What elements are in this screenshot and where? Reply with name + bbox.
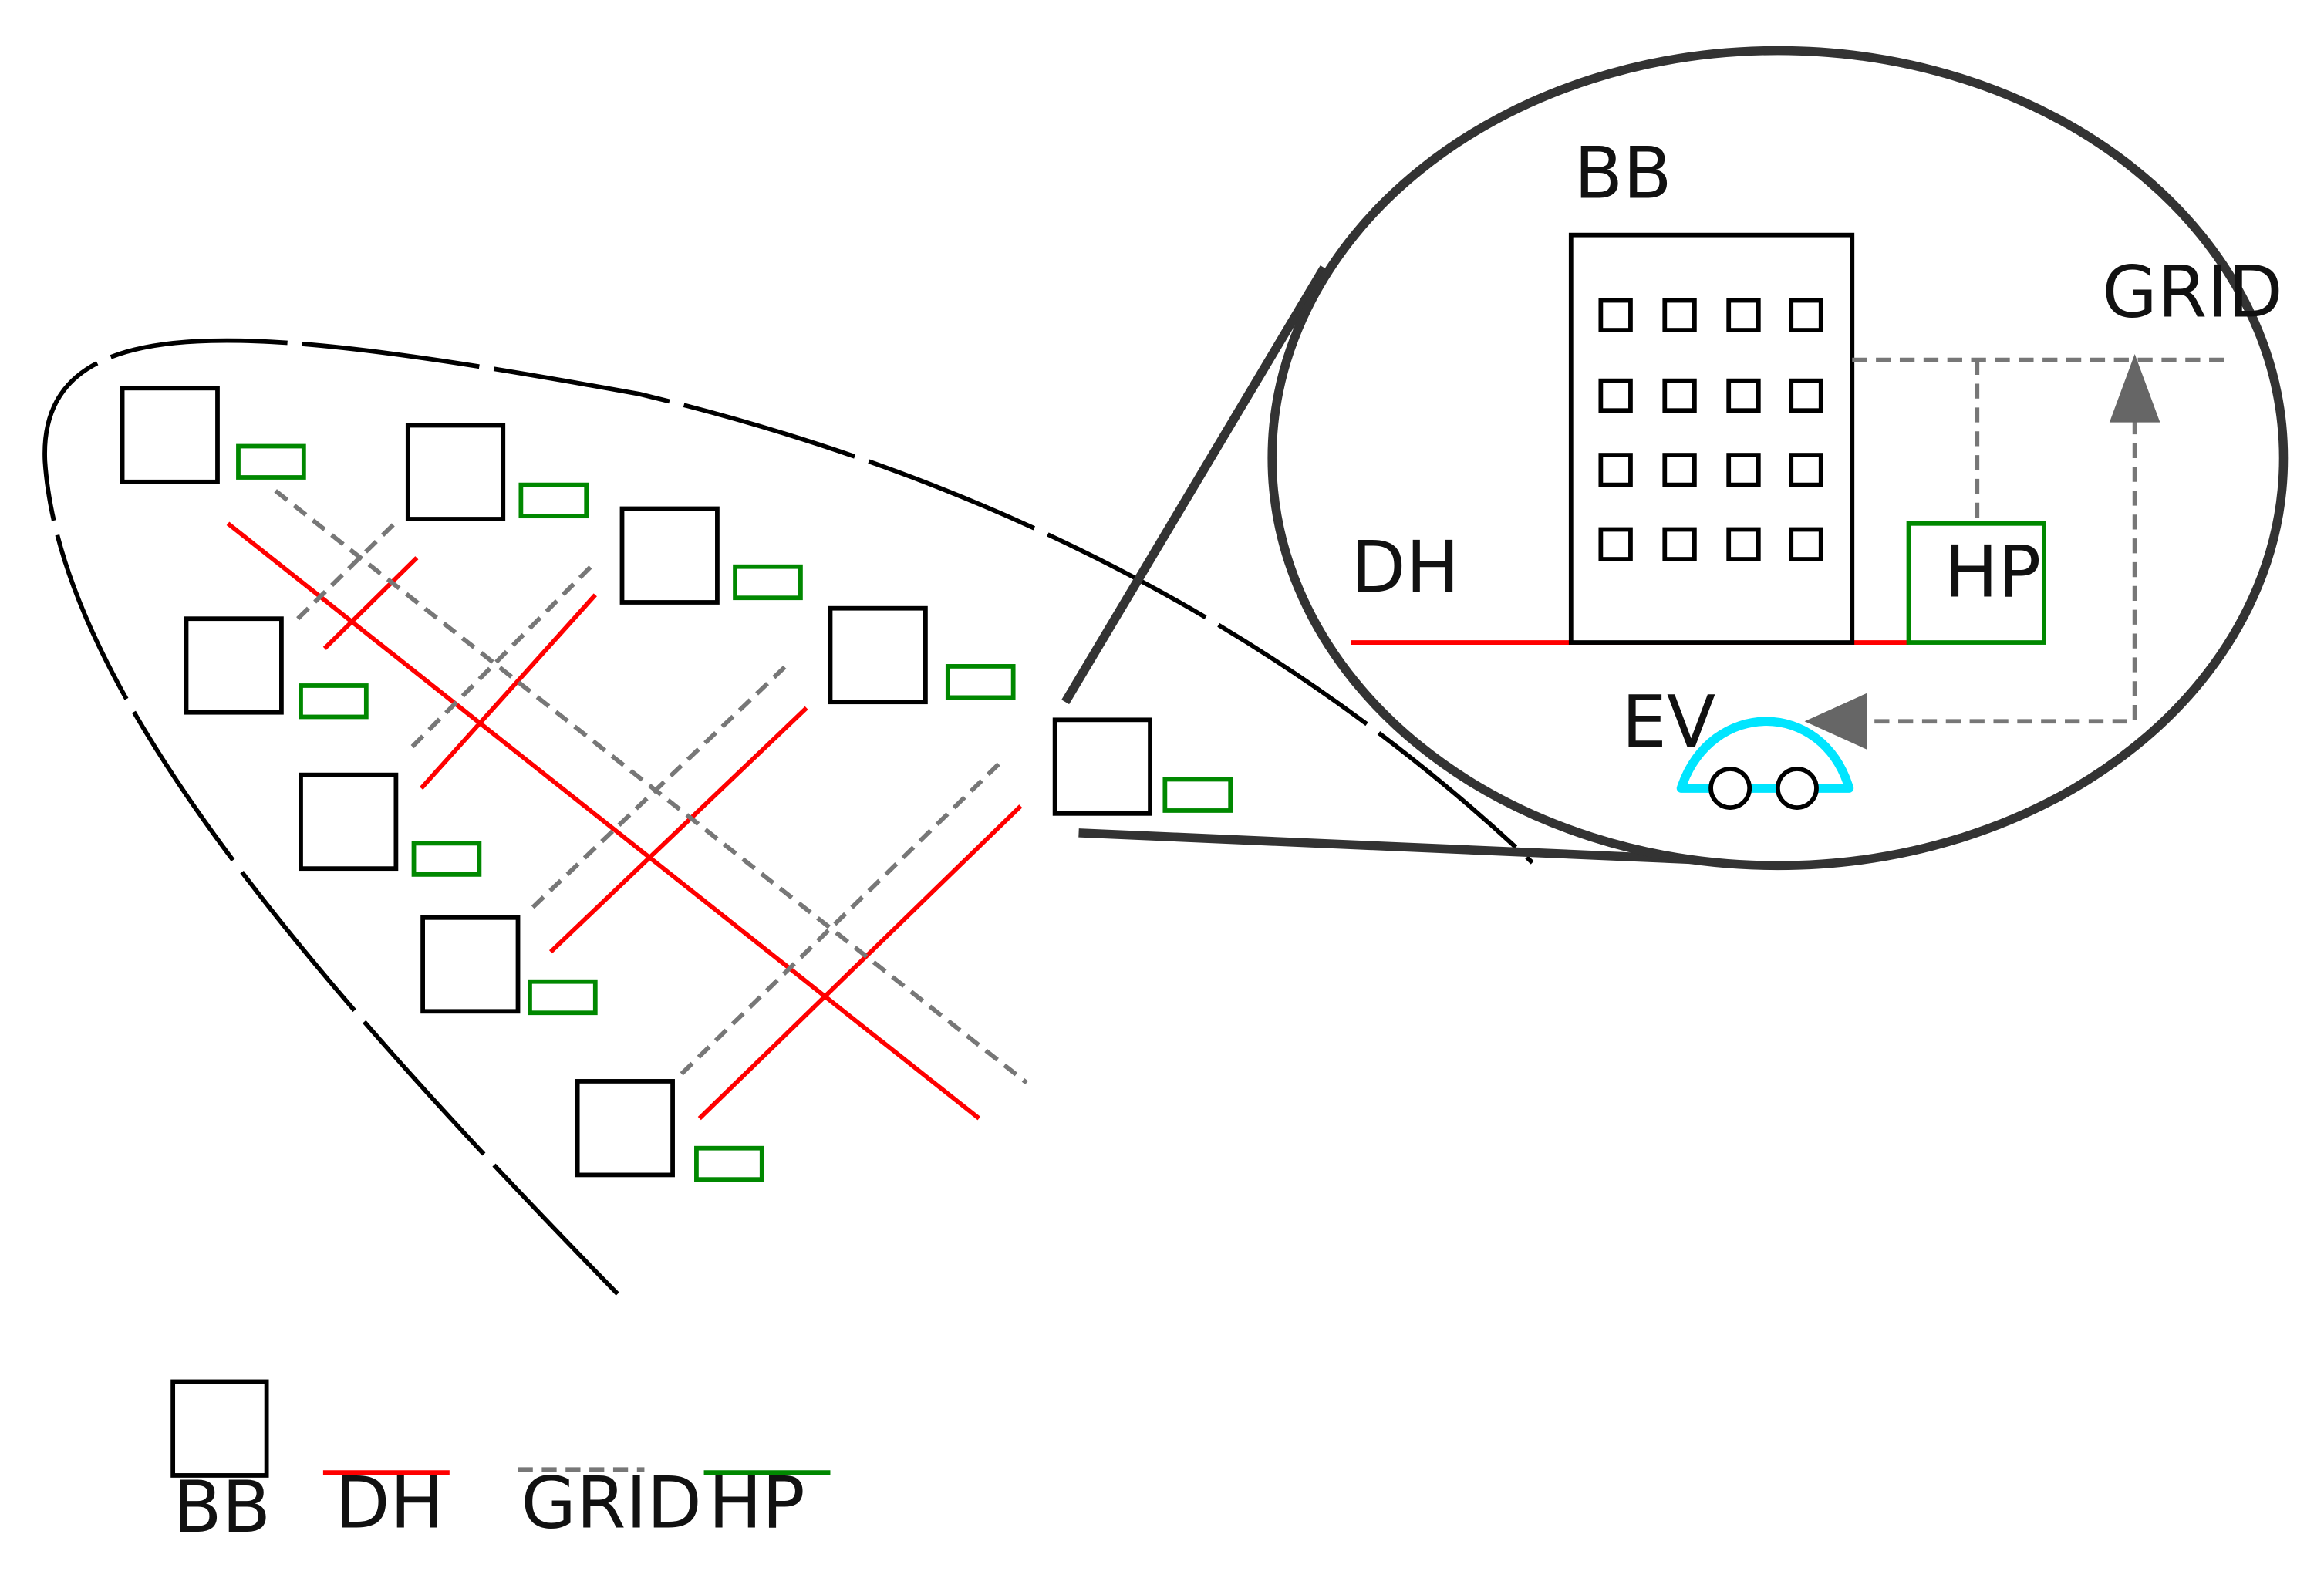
ev-wheel [1775,767,1819,810]
window [1598,453,1633,487]
heat-pump [299,683,369,720]
heat-pump [1162,777,1233,813]
zoom-connectors [1061,265,1763,868]
grid-line [410,563,594,749]
zoom-grid-to-ev [1867,419,2137,724]
window [1662,298,1697,332]
window [1662,527,1697,561]
grid-line [680,760,1003,1076]
window [1789,298,1823,332]
zoom-label-dh: DH [1351,525,1459,609]
window [1662,453,1697,487]
grid-line [531,661,791,909]
window [1726,527,1761,561]
dh-line [697,804,1023,1121]
window [1726,298,1761,332]
legend-label-hp: HP [708,1461,804,1544]
building [619,506,720,605]
dh-line [420,593,597,790]
heat-pump [733,564,803,601]
zoom-grid-lines [1852,357,2229,724]
grid-network [274,489,1028,1085]
zoom-building [1568,232,1855,645]
window [1789,527,1823,561]
building [405,423,506,521]
ev-wheel [1708,767,1752,810]
building [420,915,521,1014]
window [1726,453,1761,487]
heat-pump [518,482,589,519]
ev-car-icon [1676,717,1854,810]
district-buildings [120,386,1233,1182]
zoom-label-grid: GRID [2102,251,2283,334]
heat-pump [411,841,482,877]
dh-line [322,556,419,650]
legend-label-grid: GRID [521,1461,702,1544]
grid-line [274,489,1028,1085]
zoom-detail: BB GRID DH HP EV [1351,131,2283,810]
building [1052,717,1152,816]
window [1598,298,1633,332]
heat-pump [694,1145,764,1182]
window [1662,378,1697,413]
heat-pump [945,664,1016,700]
window [1598,527,1633,561]
legend-label-bb: BB [173,1465,271,1549]
building [120,386,220,484]
window [1789,378,1823,413]
building [575,1079,675,1178]
zoom-heat-pump [1906,521,2046,645]
legend-label-dh: DH [335,1461,444,1544]
window [1789,453,1823,487]
zoom-connector-top [1061,265,1328,705]
zoom-building-windows [1598,298,1823,561]
zoom-label-hp: HP [1945,530,2041,613]
arrow-up-icon [2109,353,2160,423]
building [828,605,928,705]
zoom-label-bb: BB [1574,131,1672,214]
building [184,616,284,715]
zoom-label-ev: EV [1621,680,1715,764]
legend-building-symbol [170,1379,269,1478]
heat-pump [528,979,598,1016]
window [1726,378,1761,413]
zoom-connector-bottom [1078,828,1763,868]
ev-car-body [1676,717,1854,793]
building [299,772,399,872]
legend: BB DH GRID HP [170,1379,831,1549]
arrow-left-icon [1804,693,1867,750]
window [1598,378,1633,413]
heat-pump [236,443,306,480]
dh-network [226,521,1023,1121]
dh-line [548,706,808,954]
